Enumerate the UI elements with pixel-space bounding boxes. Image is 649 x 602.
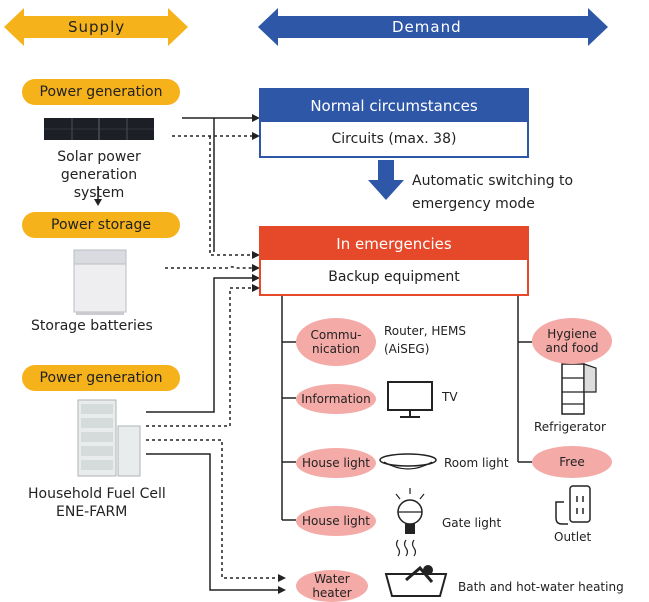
demand-header-arrow: [258, 8, 608, 46]
gate-light-icon: [395, 488, 425, 534]
category-house-light-1: House light: [296, 448, 376, 478]
power-generation-pill-1: Power generation: [22, 79, 180, 105]
normal-title: Normal circumstances: [261, 90, 527, 122]
bathtub-icon: [384, 539, 448, 597]
category-hygiene-food: Hygiene and food: [532, 318, 612, 364]
ceiling-light-icon: [379, 453, 437, 470]
category-water-heater: Water heater: [296, 570, 368, 602]
power-generation-pill-2: Power generation: [22, 365, 180, 391]
switching-line-2: emergency mode: [412, 196, 535, 212]
router-label: Router, HEMS (AiSEG): [384, 324, 466, 356]
emergency-title: In emergencies: [261, 228, 527, 260]
tv-icon: [387, 381, 433, 418]
normal-box: Normal circumstances Circuits (max. 38): [259, 88, 529, 158]
category-communication: Commu- nication: [296, 318, 376, 366]
fuel-cell-label-2: ENE-FARM: [56, 504, 128, 520]
room-light-label: Room light: [444, 456, 509, 470]
switching-line-1: Automatic switching to: [412, 173, 574, 189]
circuits-label: Circuits (max. 38): [331, 131, 457, 147]
refrigerator-icon: [561, 363, 597, 415]
supply-header-label: Supply: [68, 18, 126, 36]
demand-header-label: Demand: [392, 18, 462, 36]
category-house-light-2: House light: [296, 506, 376, 536]
category-information: Information: [296, 384, 376, 414]
outlet-icon: [555, 485, 591, 525]
solar-label: Solar power generation system: [57, 149, 141, 201]
tv-label: TV: [442, 390, 458, 404]
fuel-cell-label-1: Household Fuel Cell: [28, 486, 166, 502]
supply-header-arrow: [4, 8, 188, 46]
fuel-cell-icon: [77, 399, 141, 477]
gate-light-label: Gate light: [442, 516, 502, 530]
emergency-box: In emergencies Backup equipment: [259, 226, 529, 296]
switch-down-arrow: [368, 160, 404, 200]
storage-battery-icon: [73, 249, 127, 315]
category-free: Free: [532, 446, 612, 478]
refrigerator-label: Refrigerator: [534, 420, 606, 434]
backup-label: Backup equipment: [328, 269, 460, 285]
storage-batteries-label: Storage batteries: [31, 318, 153, 334]
power-storage-pill: Power storage: [22, 212, 180, 238]
bath-label: Bath and hot-water heating: [458, 580, 624, 594]
outlet-label: Outlet: [554, 530, 592, 544]
solar-panel-icon: [44, 118, 154, 140]
